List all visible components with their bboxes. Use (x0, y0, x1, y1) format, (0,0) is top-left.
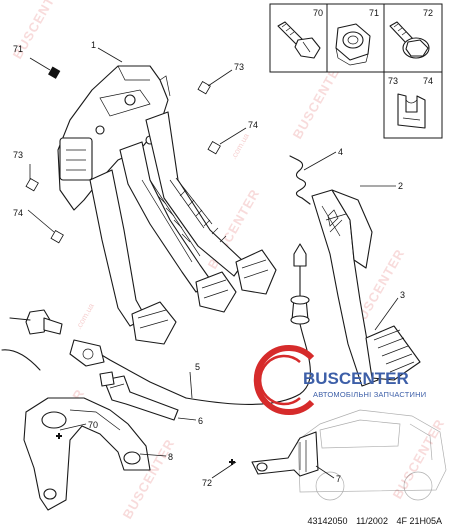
bolt-icon (277, 21, 321, 59)
clutch-pedal-arm (89, 169, 177, 345)
callout-7: 7 (336, 474, 341, 484)
callout-2: 2 (398, 181, 403, 191)
clip-icon (397, 93, 426, 129)
pedal-box-bracket (57, 65, 171, 211)
cable-bracket (99, 371, 179, 421)
callout-5: 5 (195, 362, 200, 372)
svg-text:.com.ua: .com.ua (74, 301, 96, 331)
callout-74-lower: 74 (13, 208, 23, 218)
logo-tagline: АВТОМОБІЛЬНІ ЗАПЧАСТИНИ (313, 390, 426, 399)
reference-code: 4F 21H05A (396, 516, 442, 526)
callout-71-legend: 71 (369, 8, 379, 18)
support-bracket (23, 397, 151, 511)
vehicle-silhouette (297, 409, 447, 501)
callout-3: 3 (400, 290, 405, 300)
callout-4: 4 (338, 147, 343, 157)
accelerator-pedal (311, 189, 379, 387)
drawing-reference: 43142050 11/2002 4F 21H05A (302, 516, 442, 526)
callout-73-upper: 73 (234, 62, 244, 72)
marker-70 (56, 433, 62, 439)
flange-bolt-icon (389, 21, 430, 59)
callout-70-legend: 70 (313, 8, 323, 18)
return-spring (289, 155, 311, 205)
lower-bracket (251, 431, 319, 477)
callout-74-upper: 74 (248, 120, 258, 130)
marker-74-upper (207, 140, 221, 155)
accelerator-lattice-arm (145, 111, 277, 295)
leader-lines (27, 47, 399, 479)
reference-part-number: 43142050 (307, 516, 348, 526)
callout-73-lower: 73 (13, 150, 23, 160)
small-parts-legend: 70 71 72 73 74 (269, 3, 443, 139)
callout-labels: 1 2 3 4 5 6 7 8 70 71 72 73 73 74 74 (13, 40, 405, 488)
marker-73-upper (197, 80, 211, 95)
nut-icon (335, 23, 371, 66)
marker-74-lower (50, 229, 64, 244)
marker-72 (229, 459, 235, 465)
logo-name: BUSCENTER (303, 369, 409, 388)
callout-6: 6 (198, 416, 203, 426)
marker-73-lower (25, 177, 39, 192)
svg-text:.com.ua: .com.ua (229, 131, 251, 161)
buscenter-logo: BUSCENTER АВТОМОБІЛЬНІ ЗАПЧАСТИНИ (253, 345, 426, 415)
callout-8: 8 (168, 452, 173, 462)
callout-71: 71 (13, 44, 23, 54)
marker-71 (48, 66, 61, 79)
brake-pedal-arm (119, 141, 237, 313)
reference-date: 11/2002 (356, 516, 388, 526)
pedal-pad (365, 325, 421, 381)
callout-73-legend: 73 (388, 76, 398, 86)
callout-1: 1 (91, 40, 96, 50)
throttle-cable (1, 243, 311, 405)
callout-74-legend: 74 (423, 76, 433, 86)
callout-70: 70 (88, 420, 98, 430)
fastener-markers (25, 66, 235, 465)
callout-72: 72 (202, 478, 212, 488)
callout-72-legend: 72 (423, 8, 433, 18)
